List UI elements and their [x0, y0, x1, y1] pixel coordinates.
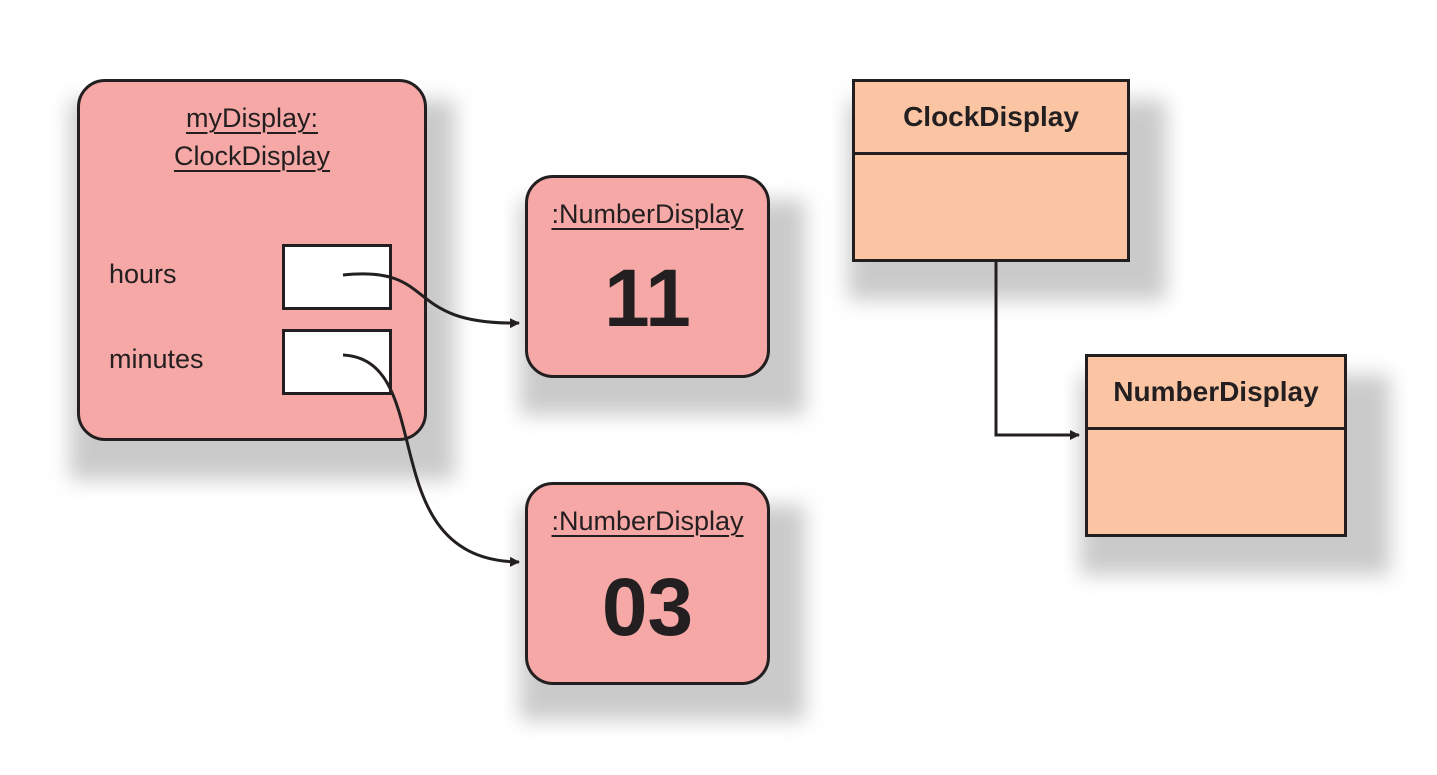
- clockdisplay-class: ClockDisplay: [852, 79, 1130, 262]
- numberdisplay-class: NumberDisplay: [1085, 354, 1347, 537]
- clockdisplay-object: myDisplay: ClockDisplay hours minutes: [77, 79, 427, 441]
- number-object-title: :NumberDisplay: [551, 506, 744, 536]
- class-name: ClockDisplay: [855, 82, 1127, 155]
- object-title-line1: myDisplay:: [185, 103, 319, 133]
- number-object-title: :NumberDisplay: [551, 199, 744, 229]
- minutes-reference-arrow: [342, 353, 520, 567]
- minutes-field-label: minutes: [109, 344, 204, 374]
- hours-field-slot: [282, 244, 392, 310]
- clockdisplay-object-title: myDisplay: ClockDisplay: [80, 99, 424, 175]
- hours-reference-arrow: [342, 272, 520, 329]
- object-title-line2: ClockDisplay: [173, 141, 331, 171]
- hours-field-label: hours: [109, 259, 177, 289]
- minutes-field-slot: [282, 329, 392, 395]
- number-display-object-minutes: :NumberDisplay 03: [525, 482, 770, 685]
- number-object-value: 11: [604, 253, 691, 344]
- number-display-object-hours: :NumberDisplay 11: [525, 175, 770, 378]
- number-object-value: 03: [601, 562, 694, 653]
- class-name: NumberDisplay: [1088, 357, 1344, 430]
- class-dependency-arrow: [994, 262, 1080, 440]
